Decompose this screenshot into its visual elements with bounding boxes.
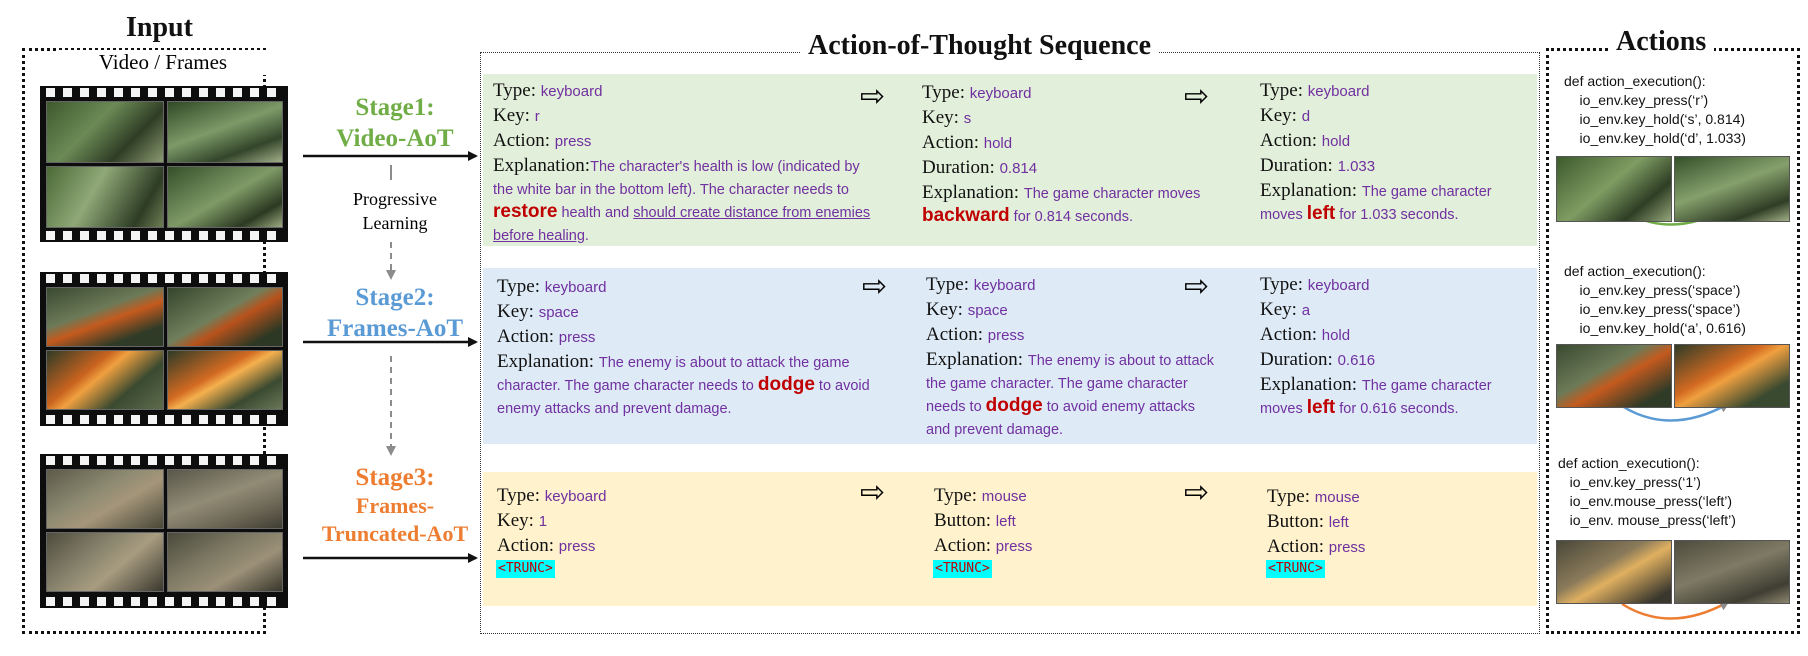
r2c2-key: Key: space [926, 299, 1008, 320]
video-frame-3 [46, 166, 164, 228]
r2c3-action: Action: hold [1260, 324, 1351, 345]
r3c3-button: Button: left [1267, 511, 1349, 532]
stage2-title: Stage2: [355, 284, 435, 311]
r3c3-trunc-tag: <TRUNC> [1266, 560, 1325, 578]
stage3-subtitle-2: Truncated-AoT [321, 521, 469, 546]
video-frame-10 [167, 469, 283, 529]
stage1-subtitle: Video-AoT [336, 125, 454, 152]
filmstrip-truncated-frames [40, 454, 288, 608]
video-frame-1 [46, 101, 164, 163]
stage2-subtitle: Frames-AoT [326, 315, 464, 342]
r2c3-duration: Duration: 0.616 [1260, 349, 1376, 370]
arrow-r2-2: ⇨ [1184, 269, 1210, 304]
r2c1-explanation: Explanation: The enemy is about to attac… [497, 351, 870, 417]
action-curve-blue [1621, 402, 1730, 422]
input-subtitle: Video / Frames [58, 50, 268, 75]
r1c1-key: Key: r [493, 105, 540, 126]
video-frame-11 [46, 532, 164, 592]
r2c3-type: Type: keyboard [1260, 274, 1370, 295]
video-frame-12 [167, 532, 283, 592]
r1c3-key: Key: d [1260, 105, 1311, 126]
video-frame-6 [167, 287, 283, 347]
video-frame-4 [167, 166, 283, 228]
actions-title: Actions [1608, 26, 1715, 58]
progressive-learning-label: Progressive Learning [320, 187, 470, 235]
r1c2-type: Type: keyboard [922, 82, 1032, 103]
r2c2-explanation: Explanation: The enemy is about to attac… [926, 349, 1215, 438]
r1c2-duration: Duration: 0.814 [922, 157, 1038, 178]
video-frame-8 [167, 350, 283, 410]
arrow-r1-1: ⇨ [860, 79, 886, 114]
code-block-2: def action_execution(): io_env.key_press… [1564, 263, 1746, 336]
r1c3-type: Type: keyboard [1260, 80, 1370, 101]
stage3-label: Stage3: Frames- Truncated-AoT [300, 464, 490, 548]
stage3-title: Stage3: [355, 464, 435, 491]
r3c3-action: Action: press [1267, 536, 1366, 557]
stage1-label: Stage1: Video-AoT [300, 92, 490, 154]
video-frame-5 [46, 287, 164, 347]
input-title: Input [118, 12, 201, 44]
r1c3-action: Action: hold [1260, 130, 1351, 151]
stage1-title: Stage1: [355, 94, 435, 121]
aot-title: Action-of-Thought Sequence [800, 30, 1160, 62]
r2c1-type: Type: keyboard [497, 276, 607, 297]
video-frame-2 [167, 101, 283, 163]
action-thumb-1a [1556, 156, 1672, 222]
action-thumb-2a [1556, 344, 1672, 408]
video-frame-9 [46, 469, 164, 529]
r1c1-explanation: Explanation:The character's health is lo… [493, 155, 871, 244]
row3-panel [483, 472, 1537, 606]
r3c1-type: Type: keyboard [497, 485, 607, 506]
r2c3-key: Key: a [1260, 299, 1311, 320]
r1c2-explanation: Explanation: The game character moves ba… [922, 182, 1201, 226]
filmstrip-frames [40, 272, 288, 426]
arrow-r3-1: ⇨ [860, 475, 886, 510]
action-thumb-2b [1674, 344, 1790, 408]
r1c2-action: Action: hold [922, 132, 1013, 153]
action-thumb-3b [1674, 540, 1790, 604]
arrow-r3-2: ⇨ [1184, 475, 1210, 510]
r2c1-key: Key: space [497, 301, 579, 322]
r3c3-type: Type: mouse [1267, 486, 1360, 507]
arrow-r2-1: ⇨ [862, 269, 888, 304]
r1c3-duration: Duration: 1.033 [1260, 155, 1376, 176]
r3c2-trunc-tag: <TRUNC> [933, 560, 992, 578]
action-curve-orange [1621, 600, 1730, 620]
r2c2-action: Action: press [926, 324, 1025, 345]
r2c2-type: Type: keyboard [926, 274, 1036, 295]
action-thumb-1b [1674, 156, 1790, 222]
r1c1-type: Type: keyboard [493, 80, 603, 101]
r1c1-action: Action: press [493, 130, 592, 151]
r3c2-action: Action: press [934, 535, 1033, 556]
row1-panel [483, 74, 1537, 246]
arrow-r1-2: ⇨ [1184, 79, 1210, 114]
r2c3-explanation: Explanation: The game character moves le… [1260, 374, 1492, 418]
r3c1-trunc-tag: <TRUNC> [496, 560, 555, 578]
r1c2-key: Key: s [922, 107, 972, 128]
action-thumb-3a [1556, 540, 1672, 604]
r2c1-action: Action: press [497, 326, 596, 347]
stage3-subtitle-1: Frames- [355, 493, 435, 518]
code-block-3: def action_execution(): io_env.key_press… [1558, 455, 1736, 528]
r3c1-action: Action: press [497, 535, 596, 556]
progressive-line2: Learning [362, 213, 428, 233]
r3c2-button: Button: left [934, 510, 1016, 531]
row2-panel [483, 268, 1537, 444]
progressive-line1: Progressive [353, 189, 437, 209]
video-frame-7 [46, 350, 164, 410]
r3c2-type: Type: mouse [934, 485, 1027, 506]
stage2-label: Stage2: Frames-AoT [300, 282, 490, 344]
r1c3-explanation: Explanation: The game character moves le… [1260, 180, 1492, 224]
filmstrip-video-frames [40, 86, 288, 242]
r3c1-key: Key: 1 [497, 510, 548, 531]
code-block-1: def action_execution(): io_env.key_press… [1564, 73, 1746, 146]
